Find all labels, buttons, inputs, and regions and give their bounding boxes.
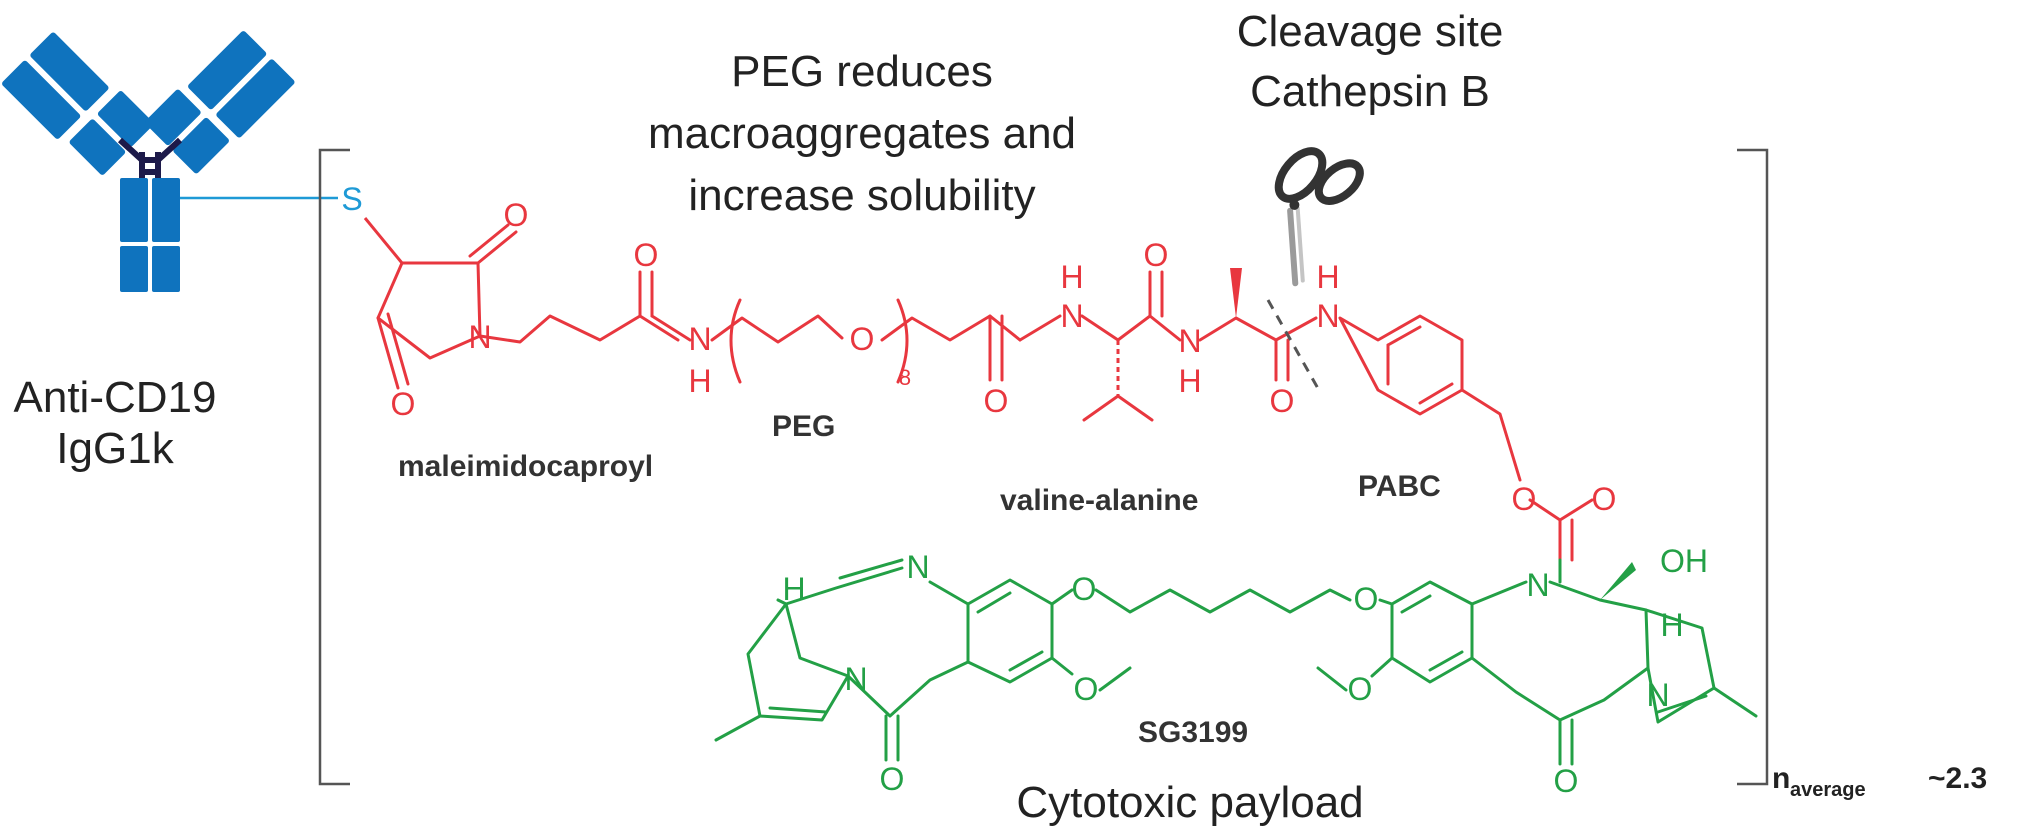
oxygen-atom: O — [1144, 237, 1169, 273]
hydrogen-atom: H — [1660, 607, 1683, 643]
nitrogen-atom: N — [906, 549, 929, 585]
dar-value: ~2.3 — [1928, 762, 1987, 795]
dar-n: n — [1772, 762, 1790, 795]
payload-callout: Cytotoxic payload — [1016, 778, 1363, 827]
label-pabc: PABC — [1358, 470, 1441, 503]
antibody-name-line2: IgG1k — [56, 424, 174, 473]
peg-repeat-count: 8 — [899, 365, 911, 390]
peg-callout-line3: increase solubility — [688, 171, 1035, 220]
oxygen-atom: O — [1592, 481, 1617, 517]
peg-oxygen: O — [850, 321, 875, 357]
amide-nitrogen: N — [688, 321, 711, 357]
oxygen-atom: O — [1354, 581, 1379, 617]
oxygen-atom: O — [880, 761, 905, 797]
left-bracket — [318, 148, 350, 786]
amide-nitrogen: N — [1178, 323, 1201, 359]
oxygen-atom: O — [1074, 671, 1099, 707]
antibody-name-line1: Anti-CD19 — [14, 373, 217, 422]
oxygen-atom: O — [1072, 571, 1097, 607]
nitrogen-atom: N — [1646, 677, 1669, 713]
cleavage-callout-line1: Cleavage site — [1237, 7, 1504, 56]
sulfur-atom: S — [341, 181, 362, 217]
label-peg: PEG — [772, 410, 835, 443]
amide-hydrogen: H — [1060, 259, 1083, 295]
cleavage-callout-line2: Cathepsin B — [1250, 67, 1490, 116]
oxygen-atom: O — [391, 386, 416, 422]
payload-structure — [714, 558, 1758, 766]
peg-callout-line2: macroaggregates and — [648, 109, 1076, 158]
label-maleimidocaproyl: maleimidocaproyl — [398, 450, 653, 483]
oxygen-atom: O — [1270, 383, 1295, 419]
amide-hydrogen: H — [688, 363, 711, 399]
oxygen-atom: O — [504, 197, 529, 233]
peg-callout-line1: PEG reduces — [731, 47, 993, 96]
nitrogen-atom: N — [468, 319, 491, 355]
nitrogen-atom: N — [1526, 567, 1549, 603]
oxygen-atom: O — [1348, 671, 1373, 707]
hydroxyl-group: OH — [1660, 543, 1708, 579]
label-sg3199: SG3199 — [1138, 716, 1248, 749]
amide-nitrogen: N — [1316, 298, 1339, 334]
hydrogen-atom: H — [782, 571, 805, 607]
dar-subscript: average — [1790, 779, 1866, 801]
linker-structure: S — [341, 181, 1594, 562]
right-bracket — [1737, 148, 1769, 786]
amide-hydrogen: H — [1316, 259, 1339, 295]
amide-hydrogen: H — [1178, 363, 1201, 399]
oxygen-atom: O — [1554, 763, 1579, 799]
nitrogen-atom: N — [844, 661, 867, 697]
oxygen-atom: O — [984, 383, 1009, 419]
oxygen-atom: O — [1512, 481, 1537, 517]
label-valine-alanine: valine-alanine — [1000, 484, 1198, 517]
oxygen-atom: O — [634, 237, 659, 273]
scissors-icon — [1274, 147, 1364, 287]
amide-nitrogen: N — [1060, 298, 1083, 334]
antibody-icon — [2, 31, 338, 292]
dar-label: n average ~2.3 — [1772, 762, 1987, 801]
